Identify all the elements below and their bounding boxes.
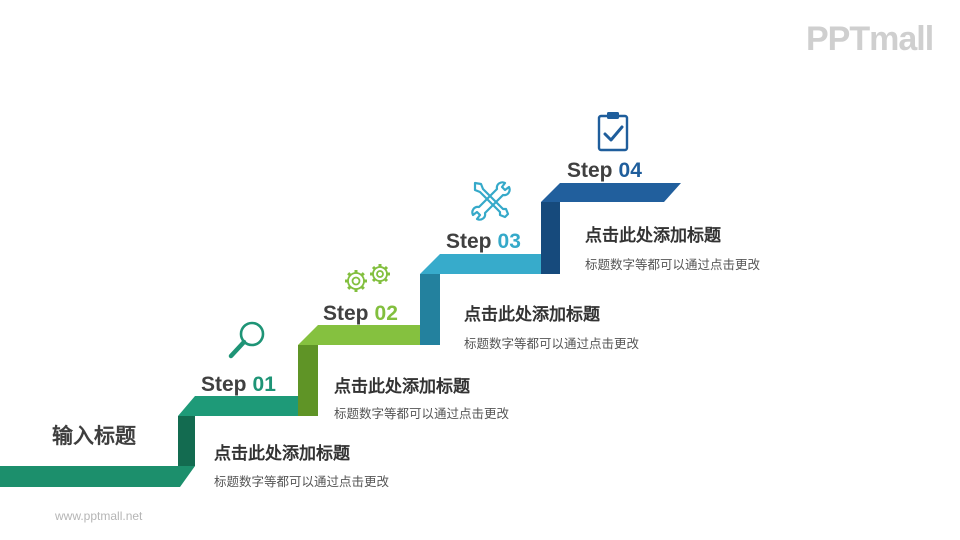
step-2-title: 点击此处添加标题: [334, 377, 470, 397]
stair-riser-3: [420, 274, 440, 345]
tools-icon: [471, 181, 511, 221]
step-1-description: 标题数字等都可以通过点击更改: [214, 474, 390, 489]
website-url[interactable]: www.pptmall.net: [55, 509, 143, 523]
step-2-description: 标题数字等都可以通过点击更改: [334, 406, 510, 421]
main-title: 输入标题: [52, 424, 136, 448]
clipboard-check-icon: [597, 112, 629, 152]
stair-tread-1-bottom: [0, 466, 195, 487]
step-1-title: 点击此处添加标题: [214, 444, 350, 464]
step-2-prefix: Step: [323, 302, 369, 325]
step-4-prefix: Step: [567, 159, 613, 182]
stair-tread-3: [420, 254, 559, 274]
step-4-number: 04: [618, 159, 642, 182]
gears-icon: [345, 264, 390, 292]
step-2-number: 02: [374, 302, 398, 325]
step-1-number: 01: [252, 373, 276, 396]
stair-riser-1: [178, 416, 195, 466]
step-4-title: 点击此处添加标题: [585, 226, 721, 246]
step-3-title: 点击此处添加标题: [464, 305, 600, 325]
step-3-description: 标题数字等都可以通过点击更改: [464, 336, 640, 351]
stair-riser-2: [298, 345, 318, 416]
brand-logo: PPTmall: [806, 20, 934, 58]
step-4-description: 标题数字等都可以通过点击更改: [585, 257, 761, 272]
step-3-number: 03: [497, 230, 521, 253]
magnifier-icon: [228, 321, 265, 359]
stair-riser-4: [541, 202, 560, 274]
stair-tread-2: [298, 325, 437, 345]
step-3-prefix: Step: [446, 230, 492, 253]
stair-tread-1: [178, 396, 315, 416]
step-1-prefix: Step: [201, 373, 247, 396]
stair-tread-4: [541, 183, 681, 202]
